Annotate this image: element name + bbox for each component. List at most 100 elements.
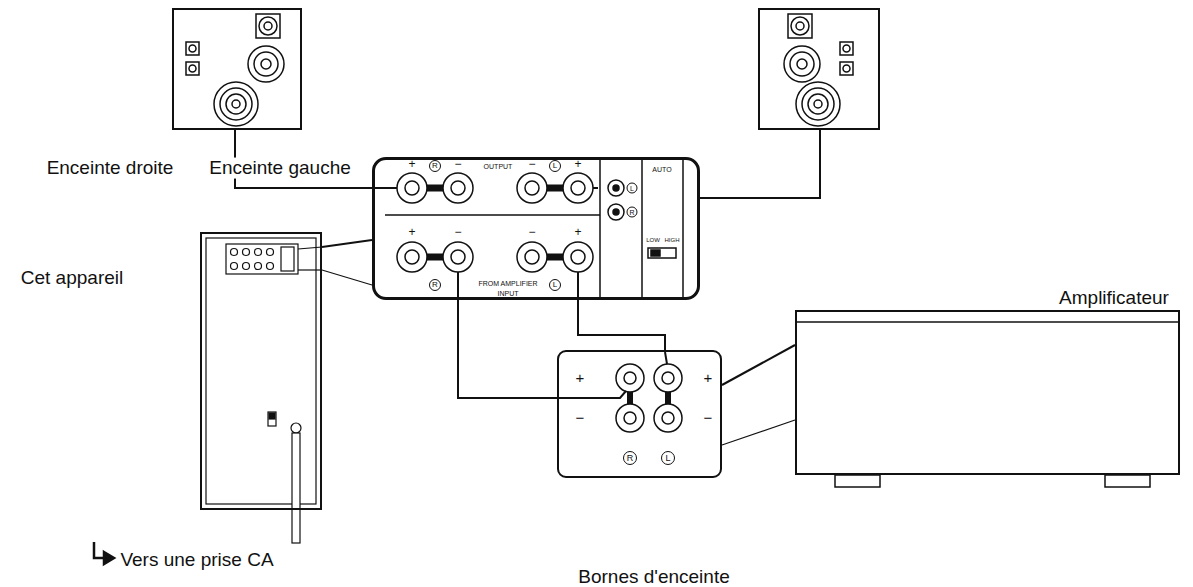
right-speaker-drawing	[186, 14, 284, 126]
drawing-stroke	[599, 160, 601, 297]
drawing-stroke	[322, 270, 372, 285]
drawing-stroke	[298, 269, 322, 270]
drawing-stroke	[654, 364, 682, 392]
terminal-marking: R	[627, 207, 638, 218]
drawing-stroke	[264, 22, 272, 30]
drawing-stroke	[385, 214, 600, 216]
drawing-stroke	[451, 250, 465, 264]
speaker-box: Enceinte droite	[172, 8, 302, 130]
speaker-wire	[322, 240, 372, 247]
drawing-stroke	[784, 46, 820, 82]
drawing-stroke	[397, 242, 427, 272]
drawing-stroke	[226, 94, 246, 114]
terminal-marking: L	[661, 451, 675, 465]
left-speaker-drawing	[784, 14, 853, 126]
drawing-stroke	[808, 94, 828, 114]
drawing-stroke	[248, 46, 284, 82]
node-label: Amplificateur	[1059, 288, 1169, 309]
drawing-stroke	[397, 173, 427, 203]
terminal-panel: OUTPUTFROM AMPLIFIERINPUT	[372, 157, 700, 300]
drawing-stroke	[796, 22, 804, 30]
drawing-stroke	[405, 181, 419, 195]
drawing-stroke	[220, 88, 252, 120]
terminal-marking: +	[576, 370, 585, 387]
terminal-marking: L	[549, 279, 561, 291]
drawing-stroke	[624, 412, 636, 424]
drawing-stroke	[517, 242, 547, 272]
drawing-stroke	[651, 250, 660, 256]
drawing-stroke	[226, 244, 298, 274]
node-label: Enceinte droite	[46, 158, 175, 179]
drawing-stroke	[840, 42, 853, 55]
drawing-stroke	[641, 160, 643, 297]
drawing-stroke	[608, 204, 624, 220]
drawing-stroke	[189, 45, 196, 52]
drawing-stroke	[722, 420, 795, 445]
terminal-marking: AUTO	[652, 166, 671, 174]
drawing-stroke	[255, 263, 262, 270]
drawing-stroke	[571, 250, 585, 264]
drawing-stroke	[298, 247, 322, 249]
drawing-stroke	[840, 62, 853, 75]
drawing-stroke	[563, 173, 593, 203]
drawing-stroke	[802, 88, 834, 120]
drawing-stroke	[254, 52, 278, 76]
drawing-stroke	[608, 180, 624, 196]
terminal-marking: +	[408, 158, 415, 171]
terminal-marking: L	[627, 183, 638, 194]
drawing-stroke	[797, 59, 807, 69]
terminal-marking: +	[408, 226, 415, 239]
drawing-stroke	[256, 14, 280, 38]
drawing-stroke	[563, 242, 593, 272]
drawing-stroke	[559, 391, 626, 398]
drawing-stroke	[593, 187, 598, 189]
terminal-panel-drawing	[375, 160, 683, 297]
drawing-stroke	[843, 45, 850, 52]
power-arrow	[94, 542, 114, 564]
drawing-stroke	[243, 263, 250, 270]
drawing-stroke	[654, 404, 682, 432]
drawing-stroke	[104, 552, 114, 564]
speaker-box: Enceinte gauche	[758, 8, 880, 130]
drawing-stroke	[796, 82, 840, 126]
speaker-wire	[700, 130, 820, 198]
node-label: Bornes d'enceinte	[578, 567, 730, 587]
drawing-stroke	[259, 17, 277, 35]
drawing-stroke	[255, 249, 262, 256]
drawing-stroke	[665, 352, 667, 364]
speaker-wire	[578, 300, 665, 350]
subwoofer-drawing	[206, 238, 316, 543]
drawing-stroke	[835, 475, 880, 487]
drawing-stroke	[231, 263, 238, 270]
speaker-wire	[458, 300, 557, 398]
drawing-stroke	[267, 263, 274, 270]
power-note: Vers une prise CA	[120, 550, 273, 571]
drawing-stroke	[790, 52, 814, 76]
drawing-stroke	[662, 372, 674, 384]
terminal-marking: R	[429, 160, 441, 172]
drawing-stroke	[405, 250, 419, 264]
drawing-stroke	[292, 433, 300, 543]
node-label: OUTPUT	[484, 163, 513, 171]
drawing-stroke	[267, 249, 274, 256]
drawing-stroke	[186, 42, 199, 55]
drawing-stroke	[616, 404, 644, 432]
drawing-stroke	[291, 423, 301, 433]
drawing-stroke	[525, 181, 539, 195]
drawing-stroke	[457, 272, 459, 297]
terminal-marking: R	[429, 279, 441, 291]
drawing-stroke	[443, 242, 473, 272]
node-label: Cet appareil	[21, 268, 123, 289]
drawing-stroke	[186, 62, 199, 75]
drawing-stroke	[843, 65, 850, 72]
drawing-stroke	[269, 413, 275, 419]
drawing-stroke	[268, 412, 276, 426]
drawing-stroke	[261, 59, 271, 69]
drawing-stroke	[682, 160, 684, 297]
drawing-stroke	[577, 272, 579, 297]
drawing-stroke	[613, 209, 619, 215]
